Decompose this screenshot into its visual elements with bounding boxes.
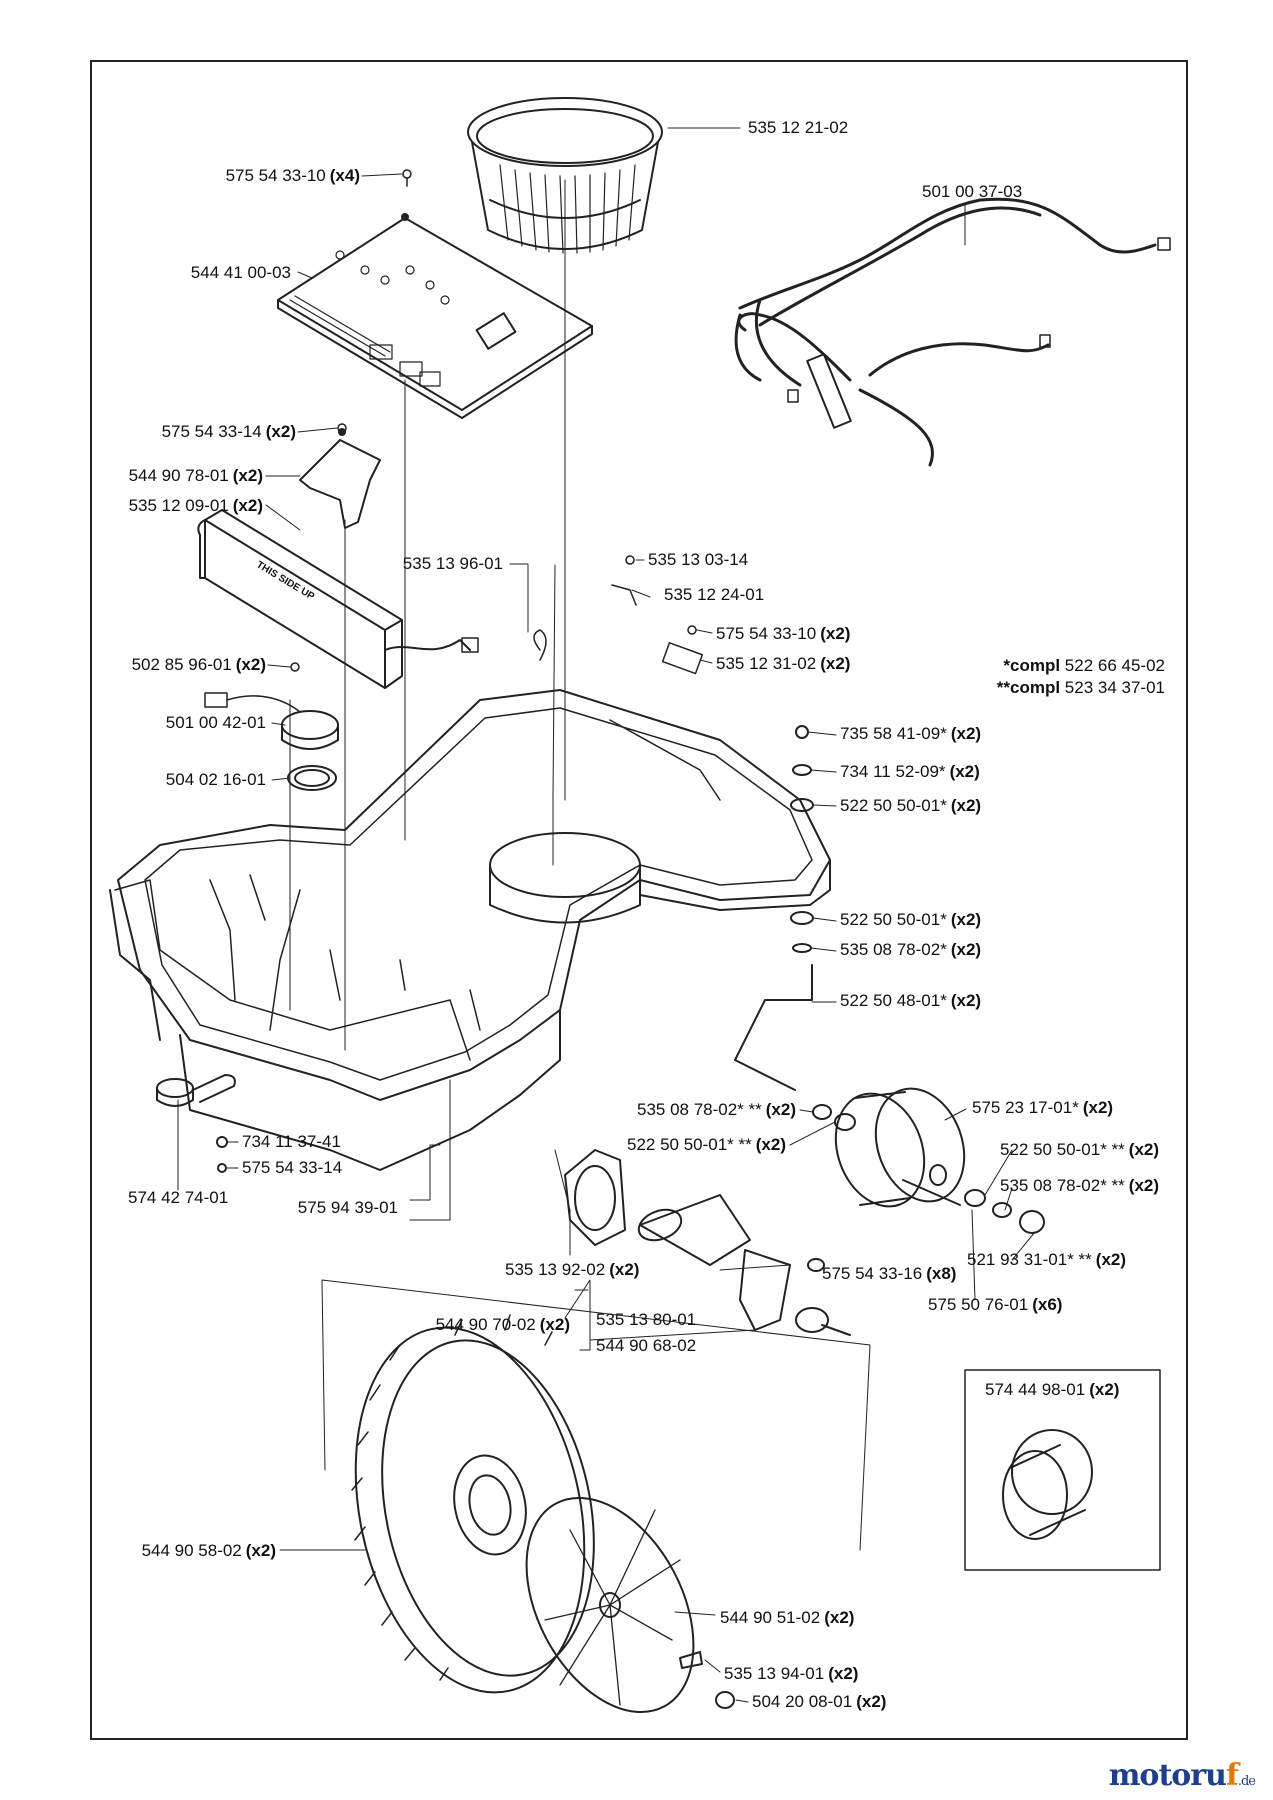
part-label-544-90-58-02: 544 90 58-02(x2) xyxy=(141,1541,276,1560)
battery-holder-part xyxy=(299,428,381,529)
part-label-544-90-68-02: 544 90 68-02 xyxy=(596,1336,697,1355)
inset-box xyxy=(964,1369,1161,1571)
large-wheel-part xyxy=(351,1314,595,1694)
diagram-frame xyxy=(90,60,1188,1740)
motor-assembly-part xyxy=(564,1149,851,1336)
cable-harness-part xyxy=(734,197,1171,467)
part-label-522-50-50-01-d: 522 50 50-01* **(x2) xyxy=(1000,1140,1160,1159)
part-label-522-50-50-01-c: 522 50 50-01* **(x2) xyxy=(626,1135,786,1154)
part-label-544-90-70-02: 544 90 70-02(x2) xyxy=(435,1315,570,1334)
part-label-535-12-21-02: 535 12 21-02 xyxy=(748,118,849,137)
part-label-522-50-48-01: 522 50 48-01*(x2) xyxy=(840,991,982,1010)
part-label-535-13-03-14: 535 13 03-14 xyxy=(648,550,749,569)
small-fasteners xyxy=(290,169,704,675)
part-label-575-94-39-01: 575 94 39-01 xyxy=(297,1198,398,1217)
part-label-574-42-74-01: 574 42 74-01 xyxy=(128,1188,229,1207)
part-label-544-41-00-03: 544 41 00-03 xyxy=(190,263,291,282)
part-label-544-90-51-02: 544 90 51-02(x2) xyxy=(720,1608,855,1627)
part-label-504-20-08-01: 504 20 08-01(x2) xyxy=(752,1692,887,1711)
part-label-521-93-31-01: 521 93 31-01* **(x2) xyxy=(967,1250,1127,1269)
chassis-body-part xyxy=(109,689,831,1171)
part-label-575-23-17-01: 575 23 17-01*(x2) xyxy=(972,1098,1114,1117)
part-label-575-54-33-14: 575 54 33-14 xyxy=(242,1158,343,1177)
part-label-502-85-96-01: 502 85 96-01(x2) xyxy=(131,655,266,674)
kit-note-1: *compl 522 66 45-02 xyxy=(1003,656,1165,675)
part-label-574-44-98-01: 574 44 98-01(x2) xyxy=(985,1380,1120,1399)
leader-lines xyxy=(177,127,1036,1703)
kit-notes: *compl 522 66 45-02 **compl 523 34 37-01 xyxy=(940,655,1165,699)
part-label-535-08-78-02-a: 535 08 78-02*(x2) xyxy=(840,940,982,959)
hub-cap-part xyxy=(525,1496,735,1714)
part-label-535-12-31-02: 535 12 31-02(x2) xyxy=(716,654,851,673)
part-label-575-54-33-16: 575 54 33-16(x8) xyxy=(822,1264,957,1283)
part-label-501-00-37-03: 501 00 37-03 xyxy=(922,182,1023,201)
part-label-522-50-50-01-b: 522 50 50-01*(x2) xyxy=(840,910,982,929)
part-label-735-58-41-09: 735 58 41-09*(x2) xyxy=(840,724,982,743)
part-label-535-08-78-02-c: 535 08 78-02* **(x2) xyxy=(1000,1176,1160,1195)
part-label-734-11-52-09: 734 11 52-09*(x2) xyxy=(840,762,980,781)
part-label-504-02-16-01: 504 02 16-01 xyxy=(165,770,266,789)
part-label-535-13-94-01: 535 13 94-01(x2) xyxy=(724,1664,859,1683)
part-label-575-54-33-10-x2: 575 54 33-10(x2) xyxy=(716,624,851,643)
part-label-575-50-76-01: 575 50 76-01(x6) xyxy=(928,1295,1063,1314)
battery-part xyxy=(197,509,479,689)
part-label-535-08-78-02-b: 535 08 78-02* **(x2) xyxy=(636,1100,796,1119)
kit-note-2: **compl 523 34 37-01 xyxy=(996,678,1165,697)
motoruf-logo[interactable]: motoruf.de xyxy=(1108,1758,1256,1793)
circuit-board-part xyxy=(277,213,593,419)
part-label-535-12-24-01: 535 12 24-01 xyxy=(664,585,765,604)
part-label-522-50-50-01-a: 522 50 50-01*(x2) xyxy=(840,796,982,815)
part-label-535-13-80-01: 535 13 80-01 xyxy=(596,1310,697,1329)
bracket-part xyxy=(156,1074,236,1173)
part-label-535-13-92-02: 535 13 92-02(x2) xyxy=(505,1260,640,1279)
part-label-734-11-37-41: 734 11 37-41 xyxy=(242,1132,341,1151)
part-label-575-54-33-14-x2: 575 54 33-14(x2) xyxy=(161,422,296,441)
front-wheel-part xyxy=(812,1087,1045,1234)
part-label-535-13-96-01: 535 13 96-01 xyxy=(402,554,503,573)
part-label-544-90-78-01: 544 90 78-01(x2) xyxy=(128,466,263,485)
part-label-535-12-09-01: 535 12 09-01(x2) xyxy=(128,496,263,515)
part-label-501-00-42-01: 501 00 42-01 xyxy=(165,713,266,732)
part-label-575-54-33-10-x4: 575 54 33-10(x4) xyxy=(225,166,360,185)
